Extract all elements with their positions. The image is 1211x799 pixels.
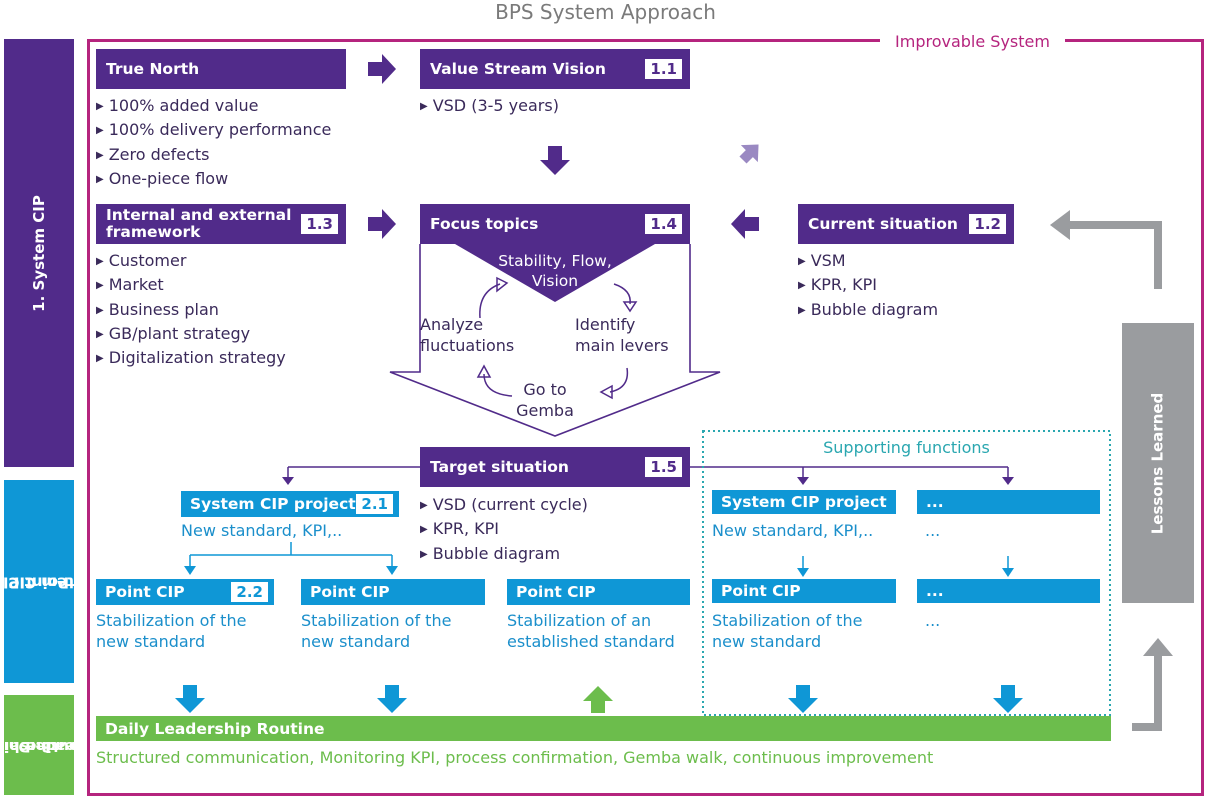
point-cip-text: Stabilization of the new standard [96,611,247,651]
arrow-up-icon [583,686,613,713]
cycle-arrow-icon [609,367,629,393]
focus-triangle-text: Stability, Flow, Vision [498,252,612,290]
step-badge: 1.4 [645,214,682,234]
true-north-list: 100% added value 100% delivery performan… [96,95,332,192]
step-badge: 1.3 [301,214,338,234]
support-system-cip-project-text: New standard, KPI,.. [712,521,874,540]
improvable-system-label: Improvable System [880,32,1065,51]
supporting-functions-label: Supporting functions [823,438,990,457]
arrow-right-icon [368,209,396,239]
page-title: BPS System Approach [495,0,716,24]
support-point-cip-box: Point CIP [712,579,896,603]
support-project-ellipsis-text: ... [925,521,941,540]
point-cip-box: Point CIP [507,579,690,605]
support-point-cip-text: Stabilization of the new standard [712,611,863,651]
funnel-arrow [389,244,721,437]
framework-list: Customer Market Business plan GB/plant s… [96,250,286,371]
arrow-down-icon [788,685,818,713]
improvable-system-frame [87,39,1204,796]
step-badge: 2.1 [356,494,393,514]
arrow-down-icon [377,685,407,713]
point-cip-box: Point CIP [301,579,485,605]
daily-leadership-text: Structured communication, Monitoring KPI… [96,748,934,767]
arrow-down-icon [175,685,205,713]
identify-levers-label: Identify main levers [575,315,669,355]
point-cip-box: Point CIP 2.2 [96,579,274,605]
support-point-ellipsis-box: ... [917,579,1100,603]
supporting-functions-frame [702,430,1111,716]
side-label-projects: 2. System CIP projectsand Point CIP [0,480,125,683]
go-to-gemba-label: Go to Gemba [516,380,574,420]
arrow-right-icon [368,54,396,84]
arrow-down-icon [540,146,570,175]
system-cip-project-text: New standard, KPI,.. [181,521,343,540]
step-badge: 1.2 [969,214,1006,234]
arrow-down-icon [993,685,1023,713]
step-badge: 2.2 [231,582,268,602]
target-situation-list: VSD (current cycle) KPR, KPI Bubble diag… [420,494,588,567]
value-stream-vision-box: Value Stream Vision 1.1 [420,49,690,89]
analyze-fluctuations-label: Analyze fluctuations [420,315,515,355]
target-situation-box: Target situation 1.5 [420,447,690,487]
step-badge: 1.5 [645,457,682,477]
step-badge: 1.1 [645,59,682,79]
point-cip-text: Stabilization of an established standard [507,611,675,651]
arrow-up-icon [1143,638,1173,656]
support-system-cip-project-box: System CIP project [712,490,896,514]
side-label-system-cip: 1. System CIP [4,39,74,467]
arrow-diagonal-icon [739,144,759,164]
support-project-ellipsis-box: ... [917,490,1100,514]
true-north-box: True North [96,49,346,89]
value-stream-vision-list: VSD (3-5 years) [420,95,559,119]
framework-box: Internal and external framework 1.3 [96,204,346,244]
point-cip-text: Stabilization of the new standard [301,611,452,651]
focus-triangle [455,244,655,302]
system-cip-project-box: System CIP project 2.1 [181,491,399,517]
focus-topics-box: Focus topics 1.4 [420,204,690,244]
lessons-learned-bar: Lessons Learned [1122,323,1194,603]
arrow-left-icon [731,209,759,239]
current-situation-box: Current situation 1.2 [798,204,1014,244]
support-point-ellipsis-text: ... [925,611,941,630]
arrow-left-icon [1050,210,1070,240]
daily-leadership-box: Daily Leadership Routine [96,716,1111,741]
current-situation-list: VSM KPR, KPI Bubble diagram [798,250,938,323]
